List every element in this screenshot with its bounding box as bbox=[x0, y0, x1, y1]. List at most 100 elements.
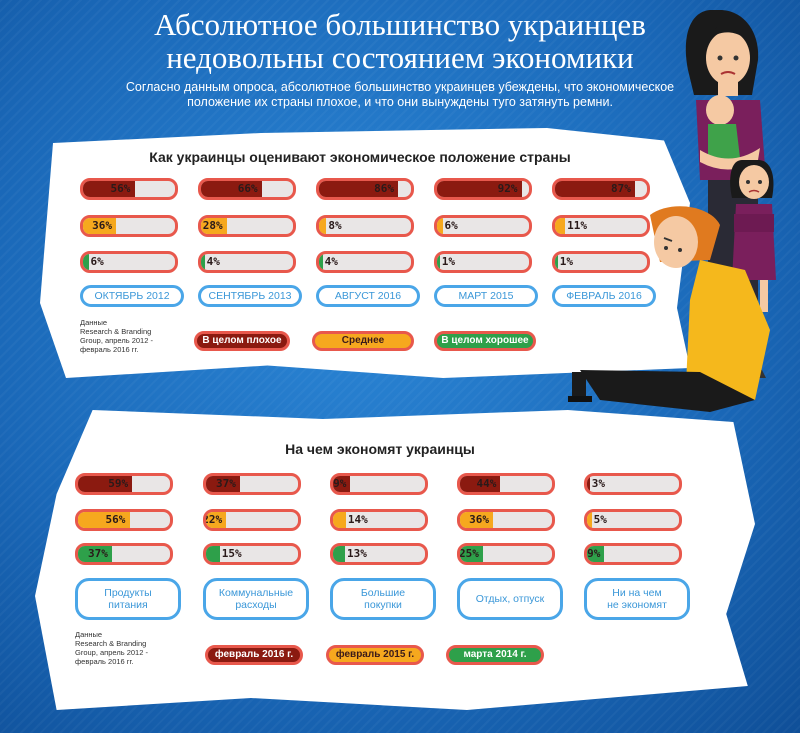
category-label-line: Коммунальные bbox=[218, 587, 294, 599]
bar-fill bbox=[206, 512, 227, 528]
bar-fill bbox=[201, 254, 205, 270]
bar-fill bbox=[587, 476, 590, 492]
bar-mid: 14% bbox=[330, 509, 428, 531]
legend-feb-2015: февраль 2015 г. bbox=[326, 645, 424, 665]
bar-value-label: 37% bbox=[88, 547, 108, 560]
bar-fill bbox=[587, 546, 605, 562]
bar-mid: 11% bbox=[552, 215, 650, 237]
chart2-title: На чем экономят украинцы bbox=[285, 441, 475, 457]
bar-good: 4% bbox=[198, 251, 296, 273]
bar-value-label: 59% bbox=[108, 477, 129, 490]
legend-feb-2016: февраль 2016 г. bbox=[205, 645, 303, 665]
category-label-line: не экономят bbox=[607, 599, 667, 611]
bar-value-label: 4% bbox=[206, 255, 220, 268]
category-label: Отдых, отпуск bbox=[457, 578, 563, 620]
bar-fill bbox=[460, 512, 494, 528]
bar-fill bbox=[555, 218, 566, 234]
bar-fill bbox=[437, 218, 443, 234]
bar-mid: 5% bbox=[584, 509, 682, 531]
page-subtitle: Согласно данным опроса, абсолютное больш… bbox=[125, 80, 675, 109]
bar-value-label: 1% bbox=[441, 255, 455, 268]
bar-mid: 36% bbox=[80, 215, 178, 237]
bar-bad: 19% bbox=[330, 473, 428, 495]
bar-value-label: 37% bbox=[216, 477, 236, 490]
bar-fill bbox=[201, 181, 262, 197]
chart1-source-line: Group, апрель 2012 - bbox=[80, 336, 153, 345]
bar-good: 37% bbox=[75, 543, 173, 565]
category-label: ФЕВРАЛЬ 2016 bbox=[552, 285, 656, 307]
category-label-line: Продукты bbox=[104, 587, 152, 599]
family-illustration bbox=[568, 10, 776, 412]
bar-fill bbox=[333, 546, 345, 562]
bar-value-label: 19% bbox=[333, 477, 347, 490]
bar-bad: 86% bbox=[316, 178, 414, 200]
bar-good: 13% bbox=[330, 543, 428, 565]
chart1-source-line: февраль 2016 гг. bbox=[80, 345, 139, 354]
bar-value-label: 13% bbox=[346, 547, 367, 560]
legend-mar-2014: марта 2014 г. bbox=[446, 645, 544, 665]
bar-value-label: 1% bbox=[559, 255, 573, 268]
bar-value-label: 66% bbox=[237, 182, 258, 195]
category-label: ОКТЯБРЬ 2012 bbox=[80, 285, 184, 307]
title-line-2: недовольны состоянием экономики bbox=[166, 40, 634, 75]
bar-value-label: 22% bbox=[203, 513, 223, 526]
bar-fill bbox=[319, 181, 399, 197]
chart1-source-line: Research & Branding bbox=[80, 327, 152, 336]
category-label-line: покупки bbox=[364, 599, 402, 611]
bar-mid: 36% bbox=[457, 509, 555, 531]
chart1-title: Как украинцы оценивают экономическое пол… bbox=[149, 149, 571, 165]
chart2-source-line: Данные bbox=[75, 630, 103, 639]
bar-value-label: 8% bbox=[328, 219, 342, 232]
bar-value-label: 4% bbox=[324, 255, 338, 268]
bar-mid: 56% bbox=[75, 509, 173, 531]
bar-value-label: 6% bbox=[90, 255, 104, 268]
legend-bad: В целом плохое bbox=[194, 331, 290, 351]
chart2-source-line: Research & Branding bbox=[75, 639, 147, 648]
bar-value-label: 6% bbox=[444, 219, 458, 232]
bar-fill bbox=[587, 512, 592, 528]
bar-bad: 87% bbox=[552, 178, 650, 200]
bar-fill bbox=[333, 476, 351, 492]
legend-mid: Среднее bbox=[312, 331, 414, 351]
bar-fill bbox=[460, 546, 483, 562]
bar-value-label: 19% bbox=[587, 547, 601, 560]
chart1-source-note: Данные Research & Branding Group, апрель… bbox=[80, 318, 153, 354]
bar-mid: 6% bbox=[434, 215, 532, 237]
bar-fill bbox=[83, 218, 117, 234]
bar-value-label: 14% bbox=[347, 513, 368, 526]
bar-good: 19% bbox=[584, 543, 682, 565]
bar-value-label: 5% bbox=[593, 513, 607, 526]
bar-value-label: 25% bbox=[459, 547, 479, 560]
bar-value-label: 87% bbox=[611, 182, 631, 195]
legend-good: В целом хорошее bbox=[434, 331, 536, 351]
bar-fill bbox=[201, 218, 227, 234]
bar-bad: 92% bbox=[434, 178, 532, 200]
bar-fill bbox=[319, 218, 327, 234]
bar-fill bbox=[83, 254, 89, 270]
bar-good: 15% bbox=[203, 543, 301, 565]
bar-value-label: 36% bbox=[469, 513, 489, 526]
bar-good: 1% bbox=[552, 251, 650, 273]
bar-fill bbox=[83, 181, 135, 197]
category-label: АВГУСТ 2016 bbox=[316, 285, 420, 307]
bar-fill bbox=[319, 254, 323, 270]
bar-mid: 28% bbox=[198, 215, 296, 237]
bar-fill bbox=[460, 476, 501, 492]
category-label-line: питания bbox=[108, 599, 148, 611]
bar-value-label: 15% bbox=[221, 547, 242, 560]
bar-fill bbox=[555, 181, 636, 197]
category-label-line: расходы bbox=[235, 599, 277, 611]
bar-fill bbox=[437, 181, 522, 197]
bar-good: 25% bbox=[457, 543, 555, 565]
bar-fill bbox=[555, 254, 558, 270]
bar-bad: 44% bbox=[457, 473, 555, 495]
page-title: Абсолютное большинство украинцев недовол… bbox=[90, 8, 710, 74]
bar-fill bbox=[78, 546, 113, 562]
bar-bad: 66% bbox=[198, 178, 296, 200]
bar-value-label: 36% bbox=[92, 219, 112, 232]
bar-bad: 37% bbox=[203, 473, 301, 495]
